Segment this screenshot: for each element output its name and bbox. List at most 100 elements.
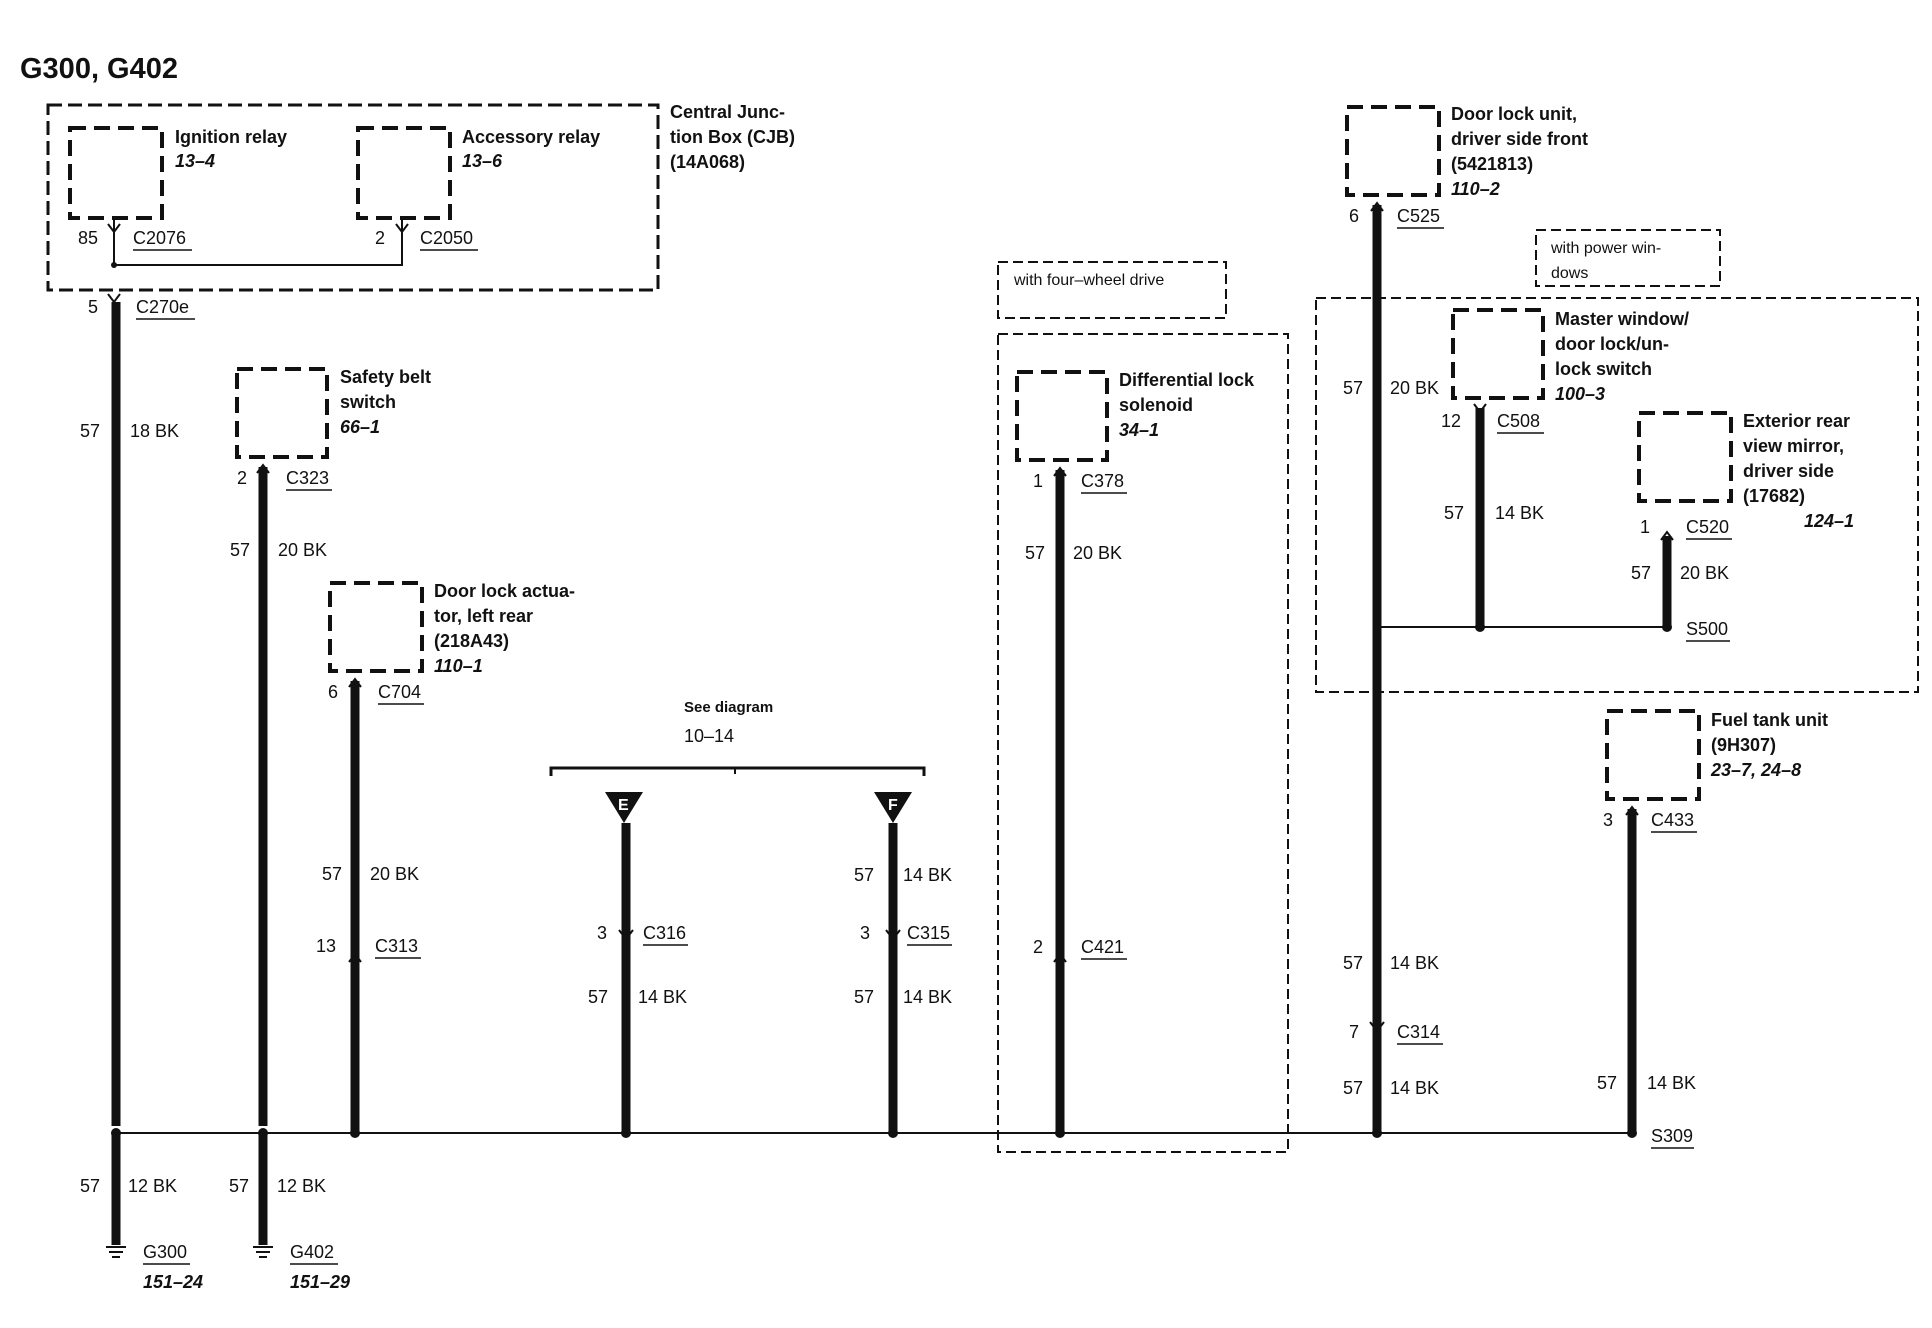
four-wd-region-box: [997, 333, 1289, 1153]
master-window-pin: 12: [1441, 411, 1461, 431]
cjb-out-connector: C270e: [136, 297, 189, 317]
branch-f-pin: 3: [860, 923, 870, 943]
branch-f-wire: 14 BK: [903, 987, 952, 1007]
diff-lock-label-1: Differential lock: [1119, 370, 1255, 390]
diff-lock-label-2: solenoid: [1119, 395, 1193, 415]
door-lock-lr-ref: 110–1: [434, 656, 483, 676]
master-window-switch-box: [1451, 308, 1545, 400]
master-window-wire: 14 BK: [1495, 503, 1544, 523]
branch-e-marker: [605, 792, 643, 823]
ground-g402-name: G402: [290, 1242, 334, 1262]
door-lock-df-label-1: Door lock unit,: [1451, 104, 1577, 124]
ext-mirror-label-2: view mirror,: [1743, 436, 1844, 456]
branch-e-connector: C316: [643, 923, 686, 943]
connector-symbol: [1053, 952, 1067, 963]
ground-g300-wire: 12 BK: [128, 1176, 177, 1196]
door-lock-lr-label-2: tor, left rear: [434, 606, 533, 626]
door-lock-lr-label-3: (218A43): [434, 631, 509, 651]
cjb-out-circuit: 57: [80, 421, 100, 441]
ext-mirror-circuit: 57: [1631, 563, 1651, 583]
master-window-connector: C508: [1497, 411, 1540, 431]
fuel-tank-unit-box: [1605, 709, 1701, 801]
accessory-relay-name: Accessory relay: [462, 127, 600, 147]
branch-f-connector: C315: [907, 923, 950, 943]
ground-g402-icon: [253, 1246, 273, 1258]
splice-dot: [1055, 1128, 1065, 1138]
splice-s309-label: S309: [1651, 1126, 1693, 1146]
branch-f-wire-top: 14 BK: [903, 865, 952, 885]
ignition-relay-pin: 85: [78, 228, 98, 248]
branch-f-letter: F: [888, 797, 898, 814]
four-wd-label: with four–wheel drive: [1013, 272, 1164, 289]
ground-g300-circuit: 57: [80, 1176, 100, 1196]
diagram-title: G300, G402: [20, 53, 178, 85]
connector-symbol: [348, 952, 362, 963]
power-windows-region-box: [1315, 297, 1919, 693]
safety-belt-circuit: 57: [230, 540, 250, 560]
fuel-tank-ref: 23–7, 24–8: [1710, 760, 1801, 780]
door-lock-df-ref: 110–2: [1451, 179, 1500, 199]
door-lock-df-pin: 6: [1349, 206, 1359, 226]
door-lock-df-wire: 20 BK: [1390, 378, 1439, 398]
safety-belt-connector: C323: [286, 468, 329, 488]
connector-symbol: [618, 929, 634, 941]
branch-f-marker: [874, 792, 912, 823]
exterior-mirror-box: [1637, 411, 1733, 503]
master-window-circuit: 57: [1444, 503, 1464, 523]
see-diagram-ref: 10–14: [684, 726, 734, 746]
cjb-box: [46, 103, 660, 292]
master-window-ref: 100–3: [1555, 384, 1605, 404]
door-lock-df-circuit: 57: [1343, 378, 1363, 398]
wire-accessory-relay: [114, 218, 403, 266]
fuel-tank-label-2: (9H307): [1711, 735, 1776, 755]
ground-g300-name: G300: [143, 1242, 187, 1262]
splice-dot: [888, 1128, 898, 1138]
branch-e-pin: 3: [597, 923, 607, 943]
ext-mirror-ref: 124–1: [1804, 511, 1854, 531]
c313-connector: C313: [375, 936, 418, 956]
diff-lock-circuit: 57: [1025, 543, 1045, 563]
fuel-tank-circuit: 57: [1597, 1073, 1617, 1093]
ground-g300-ref: 151–24: [143, 1272, 203, 1292]
splice-dot: [1475, 622, 1485, 632]
safety-belt-ref: 66–1: [340, 417, 380, 437]
fuel-tank-wire: 14 BK: [1647, 1073, 1696, 1093]
connector-symbol: [107, 293, 121, 304]
diff-lock-connector: C378: [1081, 471, 1124, 491]
safety-belt-pin: 2: [237, 468, 247, 488]
door-lock-df-label-3: (5421813): [1451, 154, 1533, 174]
door-lock-lr-circuit: 57: [322, 864, 342, 884]
door-lock-df-wire-2: 14 BK: [1390, 953, 1439, 973]
master-window-label-1: Master window/: [1555, 309, 1689, 329]
splice-dot: [111, 262, 117, 268]
fuel-tank-label-1: Fuel tank unit: [1711, 710, 1828, 730]
ground-g402-circuit: 57: [229, 1176, 249, 1196]
splice-dot: [1372, 1128, 1382, 1138]
diff-lock-pin: 1: [1033, 471, 1043, 491]
ext-mirror-label-1: Exterior rear: [1743, 411, 1850, 431]
fuel-tank-pin: 3: [1603, 810, 1613, 830]
cjb-label-3: (14A068): [670, 152, 745, 172]
four-wd-option-box: [997, 261, 1227, 319]
splice-dot: [1662, 622, 1672, 632]
power-windows-option-box: [1535, 229, 1721, 287]
accessory-relay-connector: C2050: [420, 228, 473, 248]
fuel-tank-connector: C433: [1651, 810, 1694, 830]
splice-dot: [621, 1128, 631, 1138]
c314-connector: C314: [1397, 1022, 1440, 1042]
ground-g402-wire: 12 BK: [277, 1176, 326, 1196]
cjb-label-1: Central Junc-: [670, 102, 785, 122]
cjb-label-2: tion Box (CJB): [670, 127, 795, 147]
diff-lock-ref: 34–1: [1119, 420, 1159, 440]
master-window-label-2: door lock/un-: [1555, 334, 1669, 354]
ext-mirror-connector: C520: [1686, 517, 1729, 537]
branch-f-circuit: 57: [854, 987, 874, 1007]
master-window-label-3: lock switch: [1555, 359, 1652, 379]
see-diagram-bracket: [549, 766, 926, 776]
ground-g300-icon: [106, 1246, 126, 1258]
branch-f-circuit-top: 57: [854, 865, 874, 885]
c313-pin: 13: [316, 936, 336, 956]
ignition-relay-ref: 13–4: [175, 151, 215, 171]
differential-lock-solenoid-box: [1015, 370, 1109, 462]
